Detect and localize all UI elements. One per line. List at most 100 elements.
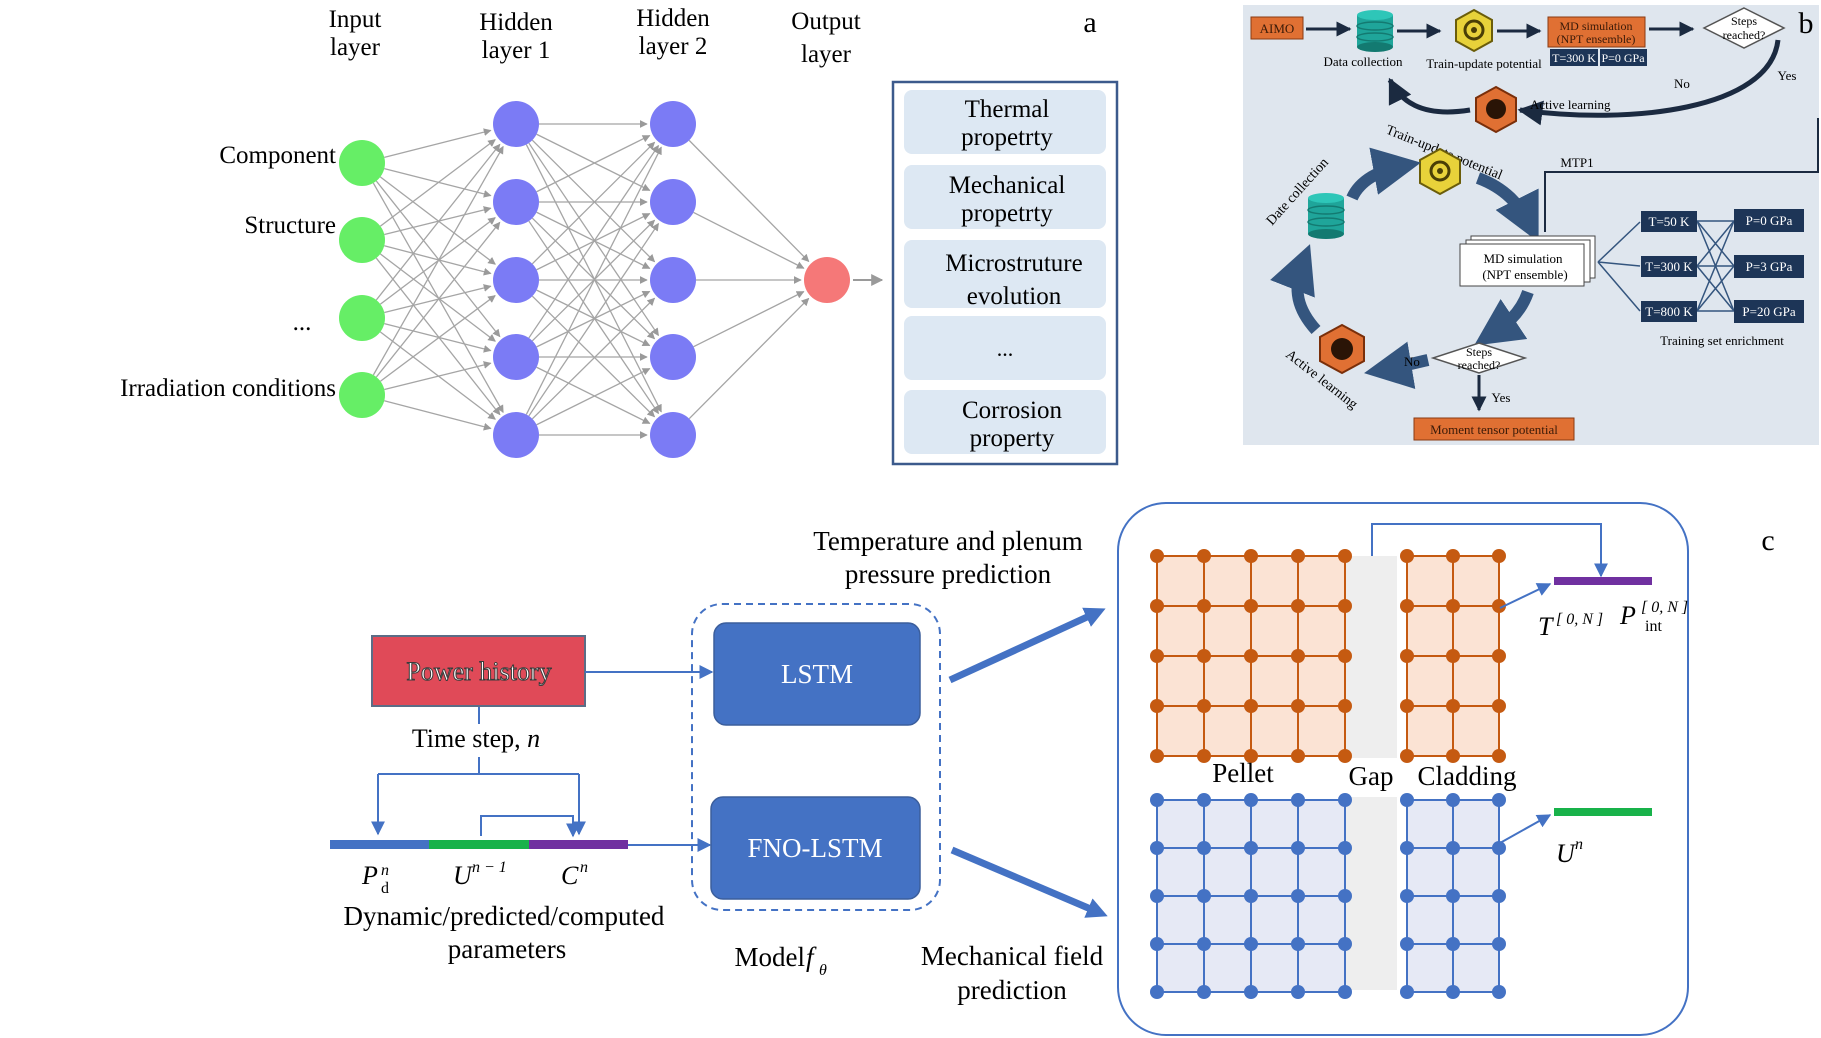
md-top-line1: MD simulation bbox=[1559, 19, 1632, 33]
aimo-box bbox=[1250, 16, 1304, 40]
mechanical-caption-line2: prediction bbox=[957, 975, 1067, 1005]
symbol-pd: P bbox=[361, 861, 378, 890]
mesh-node bbox=[1150, 841, 1164, 855]
network-edge bbox=[536, 211, 651, 270]
network-edge bbox=[536, 367, 651, 426]
mesh-node bbox=[1244, 599, 1258, 613]
network-edge bbox=[379, 176, 496, 265]
symbol-p: P bbox=[361, 861, 378, 890]
mesh-node bbox=[1150, 749, 1164, 763]
network-edge bbox=[384, 361, 492, 391]
temp-box-label: T=50 K bbox=[1649, 214, 1691, 229]
network-connections bbox=[372, 120, 810, 439]
network-edge bbox=[536, 290, 651, 348]
db-band bbox=[1356, 32, 1394, 42]
mesh-node bbox=[1244, 937, 1258, 951]
gear-icon-cycle bbox=[1419, 147, 1461, 196]
panel-c-label: c bbox=[1761, 524, 1774, 557]
arrow-train-to-md-cycle bbox=[1475, 172, 1539, 243]
database-icon-cycle bbox=[1307, 193, 1345, 239]
hidden-layer-1-neuron bbox=[493, 179, 539, 225]
gear-ring bbox=[1429, 160, 1451, 182]
db-bottom bbox=[1308, 229, 1344, 239]
power-history-label: Power history bbox=[406, 657, 551, 686]
input-neuron bbox=[339, 140, 385, 186]
aimo-label: AIMO bbox=[1260, 21, 1295, 36]
output-neuron bbox=[804, 257, 850, 303]
network-edge bbox=[384, 245, 492, 276]
mesh-node bbox=[1244, 749, 1258, 763]
mesh-node bbox=[1244, 549, 1258, 563]
connector bbox=[480, 815, 580, 838]
mesh-node bbox=[1338, 793, 1352, 807]
cladding-label: Cladding bbox=[1418, 761, 1517, 791]
layer-header-input: Input layer bbox=[329, 6, 382, 61]
pressure-box-label: P=20 GPa bbox=[1742, 304, 1795, 319]
output-bar-mechanical bbox=[1554, 808, 1652, 816]
network-edge bbox=[380, 295, 496, 382]
output-u: U bbox=[1556, 839, 1577, 868]
mesh-node bbox=[1400, 749, 1414, 763]
mtp1-connector bbox=[1544, 118, 1819, 232]
symbol-c: C bbox=[561, 861, 579, 890]
layer-header-line2: layer 1 bbox=[482, 37, 551, 64]
temp-box-300: T=300 K bbox=[1641, 256, 1697, 277]
mesh-node bbox=[1400, 599, 1414, 613]
mesh-node bbox=[1338, 937, 1352, 951]
temp-box-label: T=300 K bbox=[1645, 259, 1693, 274]
temp-box-800: T=800 K bbox=[1641, 301, 1697, 322]
mesh-node bbox=[1244, 649, 1258, 663]
t300-top-box bbox=[1550, 49, 1598, 66]
network-edge bbox=[693, 291, 805, 348]
mesh-node bbox=[1446, 985, 1460, 999]
output-item-ellipsis: ... bbox=[904, 316, 1106, 380]
db-bottom bbox=[1357, 42, 1393, 52]
pellet-thermal-mesh bbox=[1150, 549, 1352, 763]
arrow-no-to-active-top bbox=[1517, 39, 1781, 126]
mesh-node bbox=[1446, 699, 1460, 713]
output-bar-thermal bbox=[1554, 577, 1652, 585]
mesh-node bbox=[1197, 649, 1211, 663]
mesh-node bbox=[1197, 749, 1211, 763]
arrow-active-to-data-cycle bbox=[1270, 244, 1321, 335]
mesh-node bbox=[1338, 649, 1352, 663]
output-p-sub: int bbox=[1645, 618, 1662, 635]
pressure-box-bg bbox=[1734, 300, 1804, 323]
panel-c: c Temperature and plenum pressure predic… bbox=[330, 502, 1775, 1036]
arrow-to-mechanical-output bbox=[1499, 814, 1552, 844]
pressure-box-bg bbox=[1734, 255, 1804, 278]
hidden-layer-2-neuron bbox=[650, 101, 696, 147]
output-item-line2: evolution bbox=[967, 283, 1062, 310]
mesh-node bbox=[1446, 793, 1460, 807]
mesh-node bbox=[1291, 937, 1305, 951]
network-edge bbox=[528, 144, 660, 339]
mesh-node bbox=[1291, 699, 1305, 713]
mesh-node bbox=[1291, 599, 1305, 613]
symbol-u-sup: n − 1 bbox=[472, 859, 507, 876]
network-edge bbox=[525, 146, 662, 415]
mesh-node bbox=[1291, 793, 1305, 807]
steps-bottom-line1: Steps bbox=[1466, 345, 1492, 359]
symbol-c-sup: n bbox=[580, 859, 588, 876]
output-item-bg bbox=[904, 390, 1106, 454]
arrow-to-thermal-output bbox=[1499, 583, 1552, 609]
brain-head bbox=[1331, 338, 1353, 360]
output-item-line2: propetrty bbox=[961, 200, 1053, 227]
steps-diamond-top bbox=[1702, 7, 1786, 49]
mesh-node bbox=[1338, 599, 1352, 613]
connector bbox=[1597, 221, 1641, 263]
network-edge bbox=[375, 143, 501, 301]
params-caption-line1: Dynamic/predicted/computed bbox=[344, 901, 665, 931]
db-band bbox=[1307, 217, 1345, 227]
arrow-lstm-to-thermal bbox=[948, 607, 1106, 684]
network-edge bbox=[379, 253, 496, 342]
pellet-mechanical-mesh bbox=[1150, 793, 1352, 999]
time-step-n: n bbox=[527, 724, 540, 753]
gear-hub bbox=[1437, 168, 1443, 174]
input-label-ellipsis: ... bbox=[293, 309, 312, 336]
mesh-node bbox=[1400, 889, 1414, 903]
mesh-node bbox=[1446, 549, 1460, 563]
network-edge bbox=[384, 168, 492, 198]
network-edge bbox=[531, 297, 656, 420]
pressure-box-0: P=0 GPa bbox=[1734, 209, 1804, 232]
